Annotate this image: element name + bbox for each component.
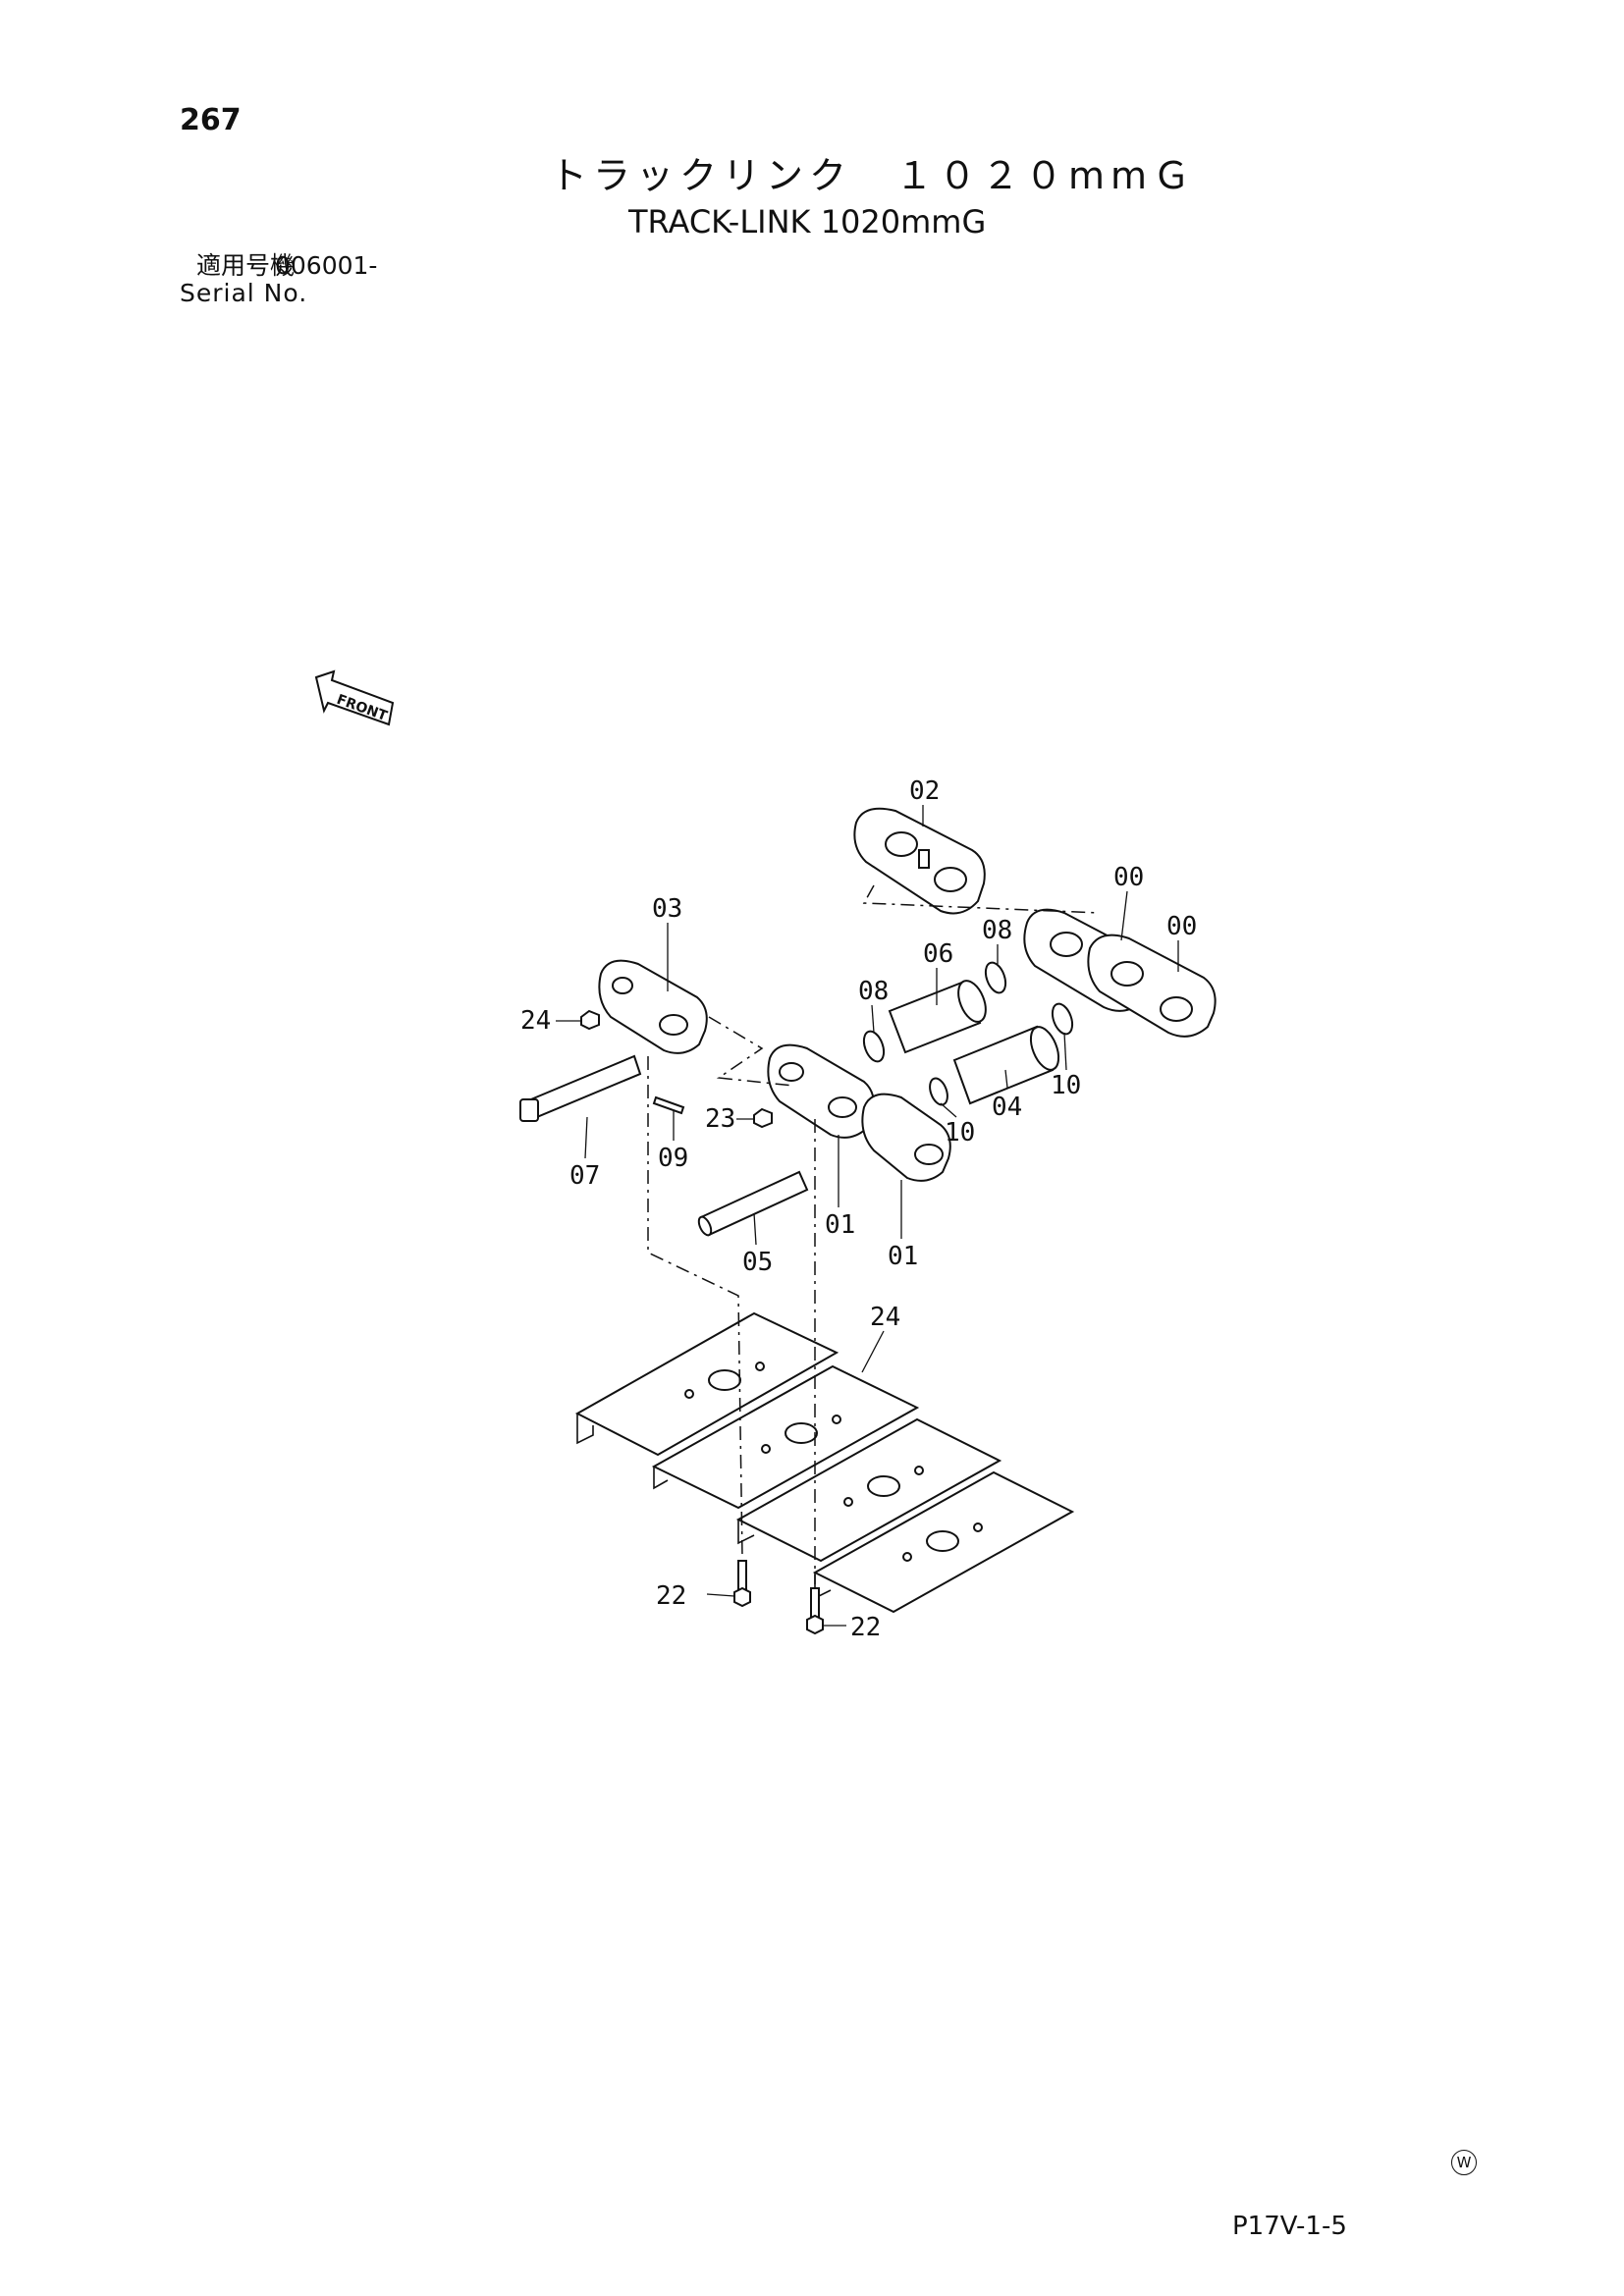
callout-23: 23 — [705, 1104, 735, 1134]
callout-06: 06 — [923, 939, 953, 969]
link-part-00-b — [1087, 934, 1217, 1038]
link-part-01-b — [861, 1093, 951, 1182]
footer-page-code: P17V-1-5 — [1232, 2212, 1347, 2241]
callout-03: 03 — [652, 894, 682, 924]
serial-number: 006001- — [275, 251, 378, 280]
page-title-japanese: トラックリンク １０２０mmＧ — [550, 154, 1197, 197]
callout-24: 24 — [870, 1303, 900, 1332]
callout-07: 07 — [569, 1161, 600, 1191]
callout-00: 00 — [1113, 863, 1144, 892]
callout-01: 01 — [825, 1210, 855, 1240]
serial-label-japanese: 適用号機 — [196, 251, 296, 280]
bolt-part-22-b — [806, 1587, 824, 1635]
cotter-pin-part-09 — [652, 1095, 685, 1115]
nut-part-24 — [580, 1009, 600, 1031]
link-part-01-a — [767, 1043, 875, 1139]
callout-08: 08 — [982, 916, 1012, 945]
w-circle-mark: W — [1451, 2150, 1477, 2175]
nut-part-23 — [753, 1107, 773, 1129]
page-title-english: TRACK-LINK 1020mmG — [628, 203, 987, 240]
callout-00: 00 — [1166, 912, 1197, 941]
bolt-part-22-a — [733, 1560, 751, 1608]
callout-05: 05 — [742, 1248, 773, 1277]
callout-09: 09 — [658, 1144, 688, 1173]
seal-ring-part-08-a — [862, 1030, 886, 1063]
bushing-part-06 — [888, 980, 987, 1054]
seal-ring-part-10-a — [929, 1077, 948, 1106]
callout-08: 08 — [858, 977, 889, 1006]
front-arrow-icon: FRONT — [314, 669, 395, 726]
callout-22: 22 — [850, 1613, 881, 1642]
seal-ring-part-08-b — [984, 961, 1007, 994]
track-shoe-plates — [574, 1311, 1075, 1614]
callout-10: 10 — [945, 1118, 975, 1148]
serial-label-english: Serial No. — [180, 279, 308, 307]
callout-02: 02 — [909, 776, 940, 806]
pin-part-05 — [697, 1170, 809, 1237]
callout-10: 10 — [1051, 1071, 1081, 1100]
page-number: 267 — [180, 103, 242, 137]
callout-22: 22 — [656, 1581, 686, 1611]
link-part-02 — [853, 807, 986, 915]
link-part-03 — [598, 959, 708, 1054]
bushing-part-04 — [952, 1025, 1060, 1105]
callout-04: 04 — [992, 1093, 1022, 1122]
seal-ring-part-10-b — [1051, 1002, 1074, 1036]
callout-24: 24 — [520, 1006, 551, 1036]
pin-part-07 — [519, 1054, 642, 1122]
callout-01: 01 — [888, 1242, 918, 1271]
